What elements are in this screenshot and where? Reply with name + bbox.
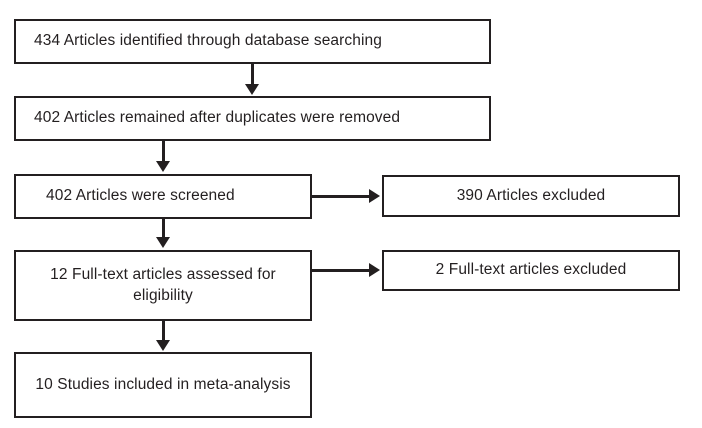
connector-line-duplicates-to-screened (162, 140, 165, 162)
node-fulltext-excluded: 2 Full-text articles excluded (382, 250, 680, 291)
arrow-right-icon-fulltext-to-excluded (369, 263, 380, 277)
connector-line-fulltext-to-excluded (312, 269, 371, 272)
node-fulltext-excluded-label: 2 Full-text articles excluded (435, 261, 627, 279)
connector-line-screened-to-excluded (312, 195, 371, 198)
arrow-down-icon-identified-to-duplicates (245, 84, 259, 95)
arrow-down-icon-fulltext-to-included (156, 340, 170, 351)
arrow-right-icon-screened-to-excluded (369, 189, 380, 203)
node-articles-identified-label: 434 Articles identified through database… (34, 32, 382, 50)
node-studies-included-label: 10 Studies included in meta-analysis (35, 375, 291, 393)
node-articles-excluded-label: 390 Articles excluded (456, 186, 606, 204)
connector-line-identified-to-duplicates (251, 63, 254, 86)
node-studies-included: 10 Studies included in meta-analysis (14, 352, 312, 418)
node-fulltext-assessed: 12 Full-text articles assessed for eligi… (14, 250, 312, 321)
node-fulltext-assessed-label: 12 Full-text articles assessed for eligi… (50, 266, 276, 304)
node-duplicates-removed-label: 402 Articles remained after duplicates w… (34, 109, 401, 127)
node-articles-screened: 402 Articles were screened (14, 174, 312, 219)
connector-line-screened-to-fulltext (162, 218, 165, 238)
arrow-down-icon-duplicates-to-screened (156, 161, 170, 172)
node-articles-identified: 434 Articles identified through database… (14, 19, 491, 64)
connector-line-fulltext-to-included (162, 320, 165, 341)
node-duplicates-removed: 402 Articles remained after duplicates w… (14, 96, 491, 141)
node-articles-excluded: 390 Articles excluded (382, 175, 680, 217)
arrow-down-icon-screened-to-fulltext (156, 237, 170, 248)
node-articles-screened-label: 402 Articles were screened (46, 187, 235, 205)
